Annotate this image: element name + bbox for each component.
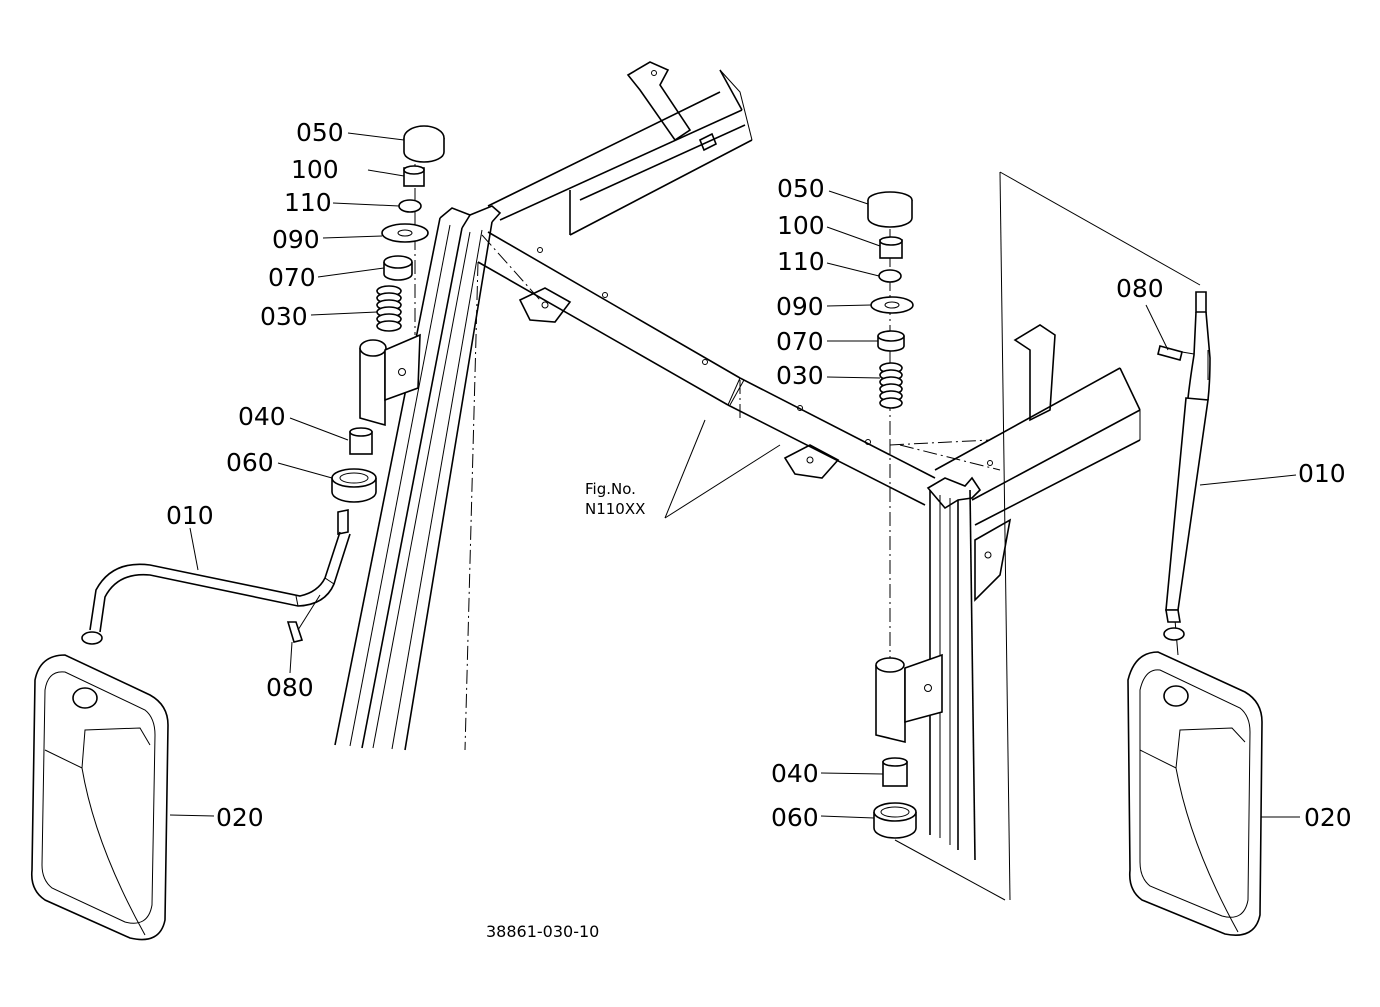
right-washer-part <box>870 296 914 314</box>
drawing-number: 38861-030-10 <box>486 922 599 941</box>
right-pin-part <box>1157 345 1195 361</box>
left-pivot-housing <box>359 333 421 427</box>
left-mirror-stay-label: 010 <box>166 501 214 530</box>
right-collar-label: 100 <box>777 211 825 240</box>
left-pin-label: 080 <box>266 673 314 702</box>
left-cap-part <box>403 125 445 163</box>
right-washer-label: 090 <box>776 292 824 321</box>
part-labels: 050 100 110 090 070 030 040 060 010 080 … <box>166 118 1352 941</box>
left-pin-part <box>286 594 321 643</box>
rops-frame <box>334 61 1141 901</box>
right-pivot-housing <box>875 653 943 744</box>
left-mirror-assembly <box>30 125 445 941</box>
right-mirror-stay-part <box>1163 291 1211 641</box>
right-collar-part <box>879 236 903 259</box>
left-bushing-label: 070 <box>268 263 316 292</box>
leader-lines <box>169 132 1300 819</box>
left-mirror-stay-part <box>81 509 351 645</box>
left-washer-part <box>381 223 429 243</box>
left-washer-label: 090 <box>272 225 320 254</box>
right-pin-label: 080 <box>1116 274 1164 303</box>
figure-number: N110XX <box>585 500 645 518</box>
right-ring-label: 060 <box>771 803 819 832</box>
left-ring-label: 060 <box>226 448 274 477</box>
right-lock-washer-label: 110 <box>777 247 825 276</box>
right-spring-label: 030 <box>776 361 824 390</box>
right-mirror-part <box>1127 651 1263 936</box>
left-inner-bushing-label: 040 <box>238 402 286 431</box>
right-lock-washer-part <box>878 269 902 283</box>
left-spring-part <box>376 285 402 332</box>
right-bushing-label: 070 <box>776 327 824 356</box>
right-inner-bushing-part <box>882 757 908 787</box>
right-inner-bushing-label: 040 <box>771 759 819 788</box>
left-ring-part <box>331 468 377 503</box>
left-collar-part <box>403 165 425 187</box>
right-mirror-stay-label: 010 <box>1298 459 1346 488</box>
right-cap-label: 050 <box>777 174 825 203</box>
left-mirror-part <box>30 654 169 941</box>
left-inner-bushing-part <box>349 427 373 455</box>
left-collar-label: 100 <box>291 155 339 184</box>
figure-number-caption: Fig.No. <box>585 480 636 498</box>
right-mirror-label: 020 <box>1304 803 1352 832</box>
right-cap-part <box>867 191 913 228</box>
left-spring-label: 030 <box>260 302 308 331</box>
right-bushing-part <box>877 330 905 352</box>
left-lock-washer-part <box>398 199 422 213</box>
center-lines <box>414 140 1209 901</box>
left-mirror-label: 020 <box>216 803 264 832</box>
left-lock-washer-label: 110 <box>284 188 332 217</box>
right-mirror-assembly <box>867 191 1263 936</box>
left-cap-label: 050 <box>296 118 344 147</box>
right-spring-part <box>879 362 903 409</box>
left-bushing-part <box>383 255 413 281</box>
right-ring-part <box>873 802 917 839</box>
